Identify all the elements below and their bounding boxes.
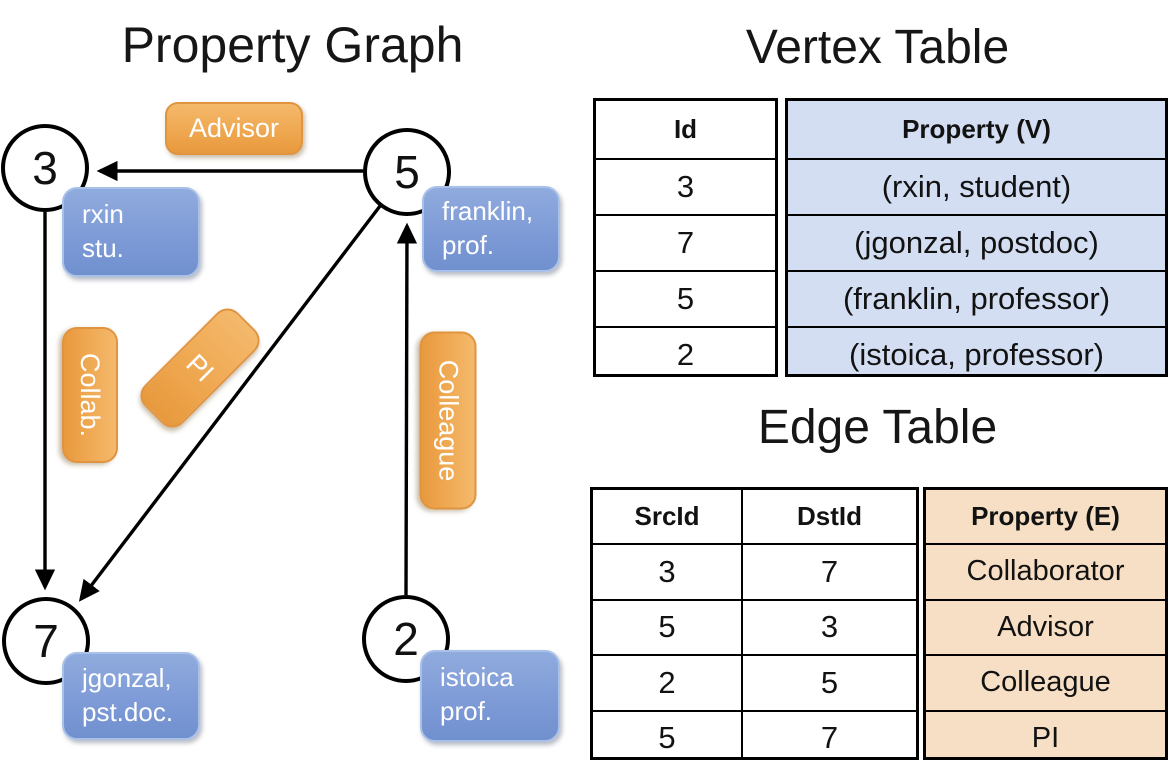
edge-label-text: PI	[180, 348, 220, 388]
edge-table-title: Edge Table	[757, 401, 998, 454]
node-id-label: 2	[393, 613, 419, 665]
vertex-property-line: rxin	[82, 199, 124, 229]
edge-table-property-column: Property (E) Collaborator Advisor Collea…	[923, 487, 1168, 760]
vertex-table-property-column: Property (V) (rxin, student) (jgonzal, p…	[785, 98, 1168, 377]
edge-table-header-row: SrcId DstId	[593, 490, 916, 543]
edge-table-property-cell: Collaborator	[926, 543, 1165, 599]
property-graph-title: Property Graph	[121, 17, 464, 73]
edge-label-collab: Collab.	[62, 327, 118, 463]
vertex-property-box-jgonzal: jgonzal, pst.doc.	[62, 652, 200, 740]
vertex-table-property-cell: (franklin, professor)	[788, 270, 1165, 326]
edge-table-srcid-cell: 2	[593, 656, 743, 710]
edge-table-property-cell: PI	[926, 709, 1165, 760]
edge-table-header-srcid: SrcId	[593, 490, 743, 543]
edge-label-text: Colleague	[433, 359, 464, 482]
edge-table-dstid-cell: 5	[820, 664, 839, 700]
edge-label-text: Advisor	[188, 113, 280, 143]
vertex-table-id-column: Id 3 7 5 2	[593, 98, 778, 377]
node-id-label: 5	[394, 146, 420, 198]
vertex-property-line: prof.	[440, 696, 493, 726]
edge-table-srcid-cell: 3	[593, 545, 743, 599]
vertex-table-header-property: Property (V)	[902, 114, 1051, 144]
edge-table-srcid-cell: 5	[593, 600, 743, 654]
vertex-table-id-cell: 2	[596, 326, 775, 382]
vertex-property-line: stu.	[82, 233, 124, 263]
edge-table-row: 5 3	[593, 598, 916, 654]
vertex-property-line: pst.doc.	[82, 697, 174, 727]
vertex-property-line: jgonzal,	[82, 663, 172, 693]
edge-table-srcid-cell: 5	[593, 711, 743, 760]
vertex-table-id-cell: 3	[596, 158, 775, 214]
vertex-table-property-cell: (rxin, student)	[788, 158, 1165, 214]
edge-colleague-2-to-5	[396, 222, 418, 596]
node-id-label: 3	[32, 142, 58, 194]
node-id-label: 7	[33, 615, 59, 667]
graph-edges-layer	[34, 160, 418, 602]
edge-table-property-cell: Colleague	[926, 654, 1165, 710]
edge-table-dstid-cell: 7	[820, 553, 839, 589]
vertex-property-box-istoica: istoica prof.	[420, 650, 560, 742]
graph-node-5: 5	[363, 128, 451, 216]
vertex-property-line: prof.	[442, 230, 495, 260]
edge-table-header-dstid: DstId	[797, 501, 862, 531]
edge-table-dstid-cell: 7	[820, 720, 839, 756]
vertex-table-id-cell: 7	[596, 214, 775, 270]
edge-table-row: 3 7	[593, 543, 916, 599]
vertex-table-id-cell: 5	[596, 270, 775, 326]
vertex-property-box-rxin: rxin stu.	[62, 187, 200, 277]
edge-table-row: 5 7	[593, 709, 916, 760]
vertex-table-property-cell: (jgonzal, postdoc)	[788, 214, 1165, 270]
edge-table-id-columns: SrcId DstId 3 7 5 3 2 5 5 7	[590, 487, 919, 760]
vertex-table-header-id: Id	[673, 114, 698, 144]
vertex-table-title: Vertex Table	[745, 21, 1010, 74]
edge-label-colleague: Colleague	[419, 331, 477, 510]
vertex-property-line: franklin,	[442, 196, 534, 226]
vertex-table-property-cell: (istoica, professor)	[788, 326, 1165, 382]
edge-table-row: 2 5	[593, 654, 916, 710]
vertex-property-line: istoica	[440, 662, 514, 692]
edge-label-text: Collab.	[75, 352, 106, 438]
edge-pi-5-to-7	[78, 204, 382, 602]
edge-table-property-cell: Advisor	[926, 598, 1165, 655]
edge-label-advisor: Advisor	[165, 102, 303, 155]
vertex-property-box-franklin: franklin, prof.	[422, 186, 560, 272]
graph-node-2: 2	[362, 595, 450, 683]
edge-table-header-property: Property (E)	[971, 501, 1120, 531]
edge-table-dstid-cell: 3	[820, 609, 839, 645]
